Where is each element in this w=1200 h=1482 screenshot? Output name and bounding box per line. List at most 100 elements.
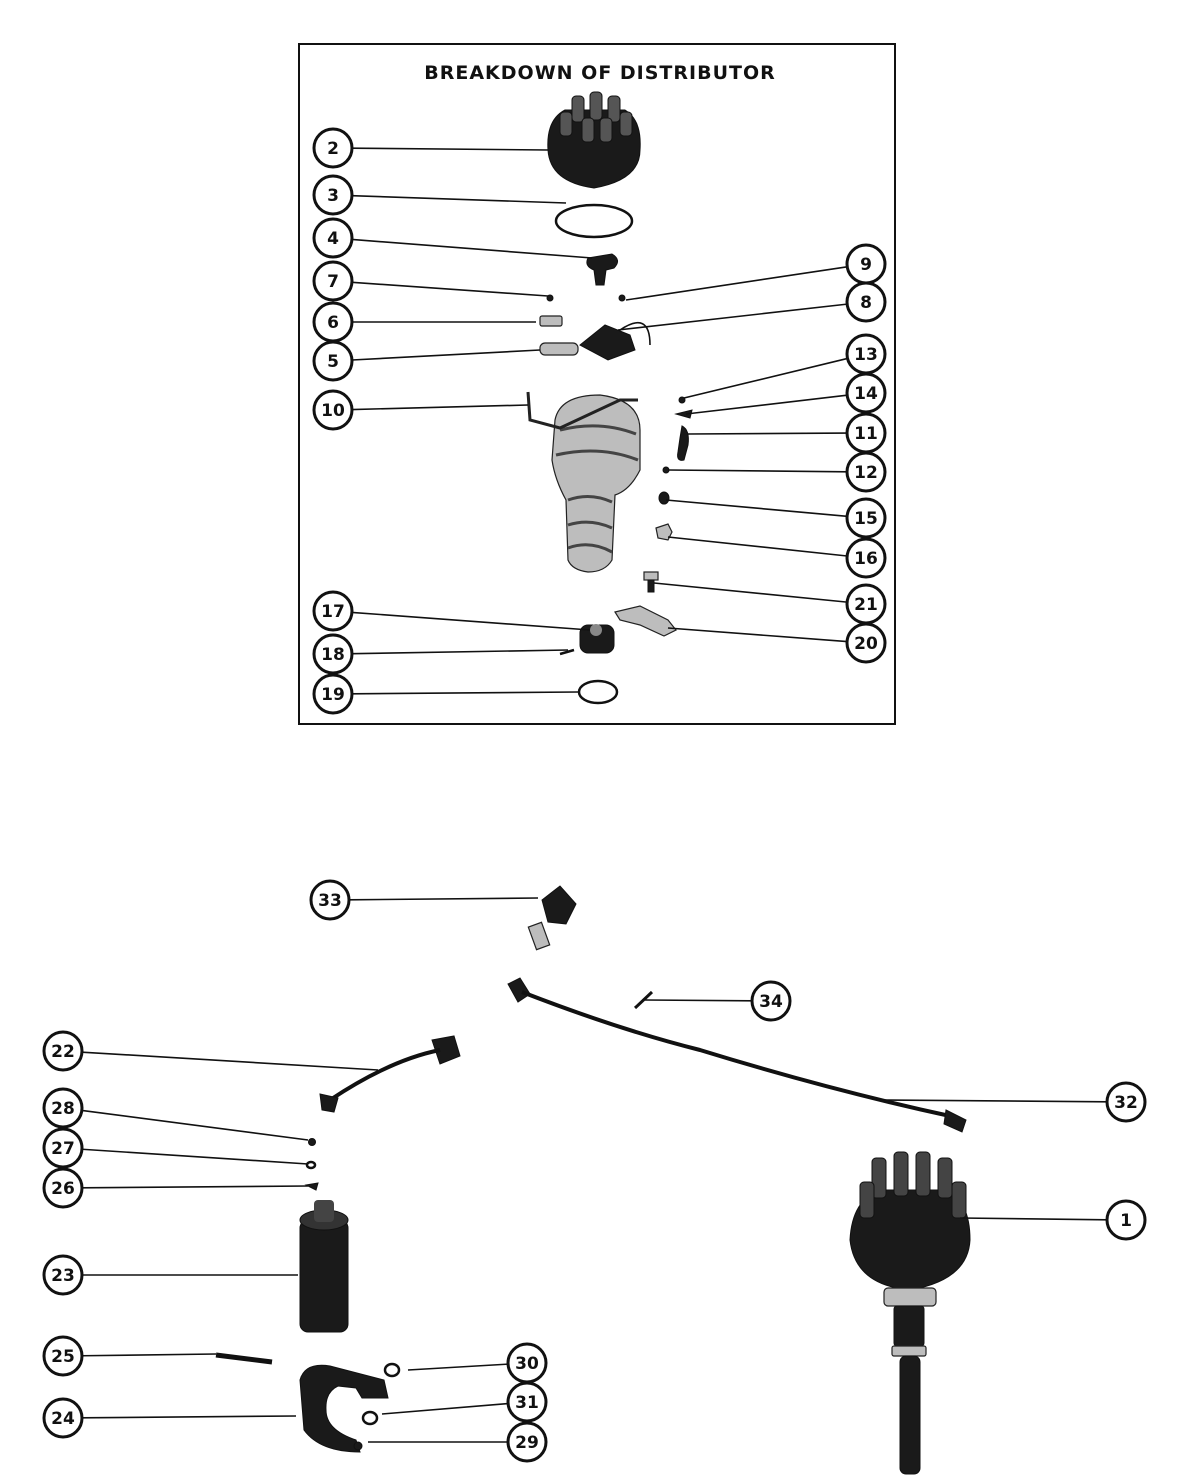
washer-26	[304, 1182, 319, 1191]
callout-number: 29	[515, 1433, 539, 1453]
leader-line-18	[351, 649, 569, 655]
callout-circle	[312, 340, 354, 382]
callout-number: 6	[327, 313, 339, 333]
callout-number: 7	[327, 272, 339, 292]
leader-line-30	[407, 1363, 509, 1371]
callout-number: 8	[860, 293, 872, 313]
callout-number: 32	[1114, 1093, 1138, 1113]
callout-11: 11	[845, 412, 887, 454]
washer-27	[305, 1160, 317, 1170]
leader-line-34	[644, 999, 753, 1002]
callout-number: 19	[321, 685, 345, 705]
callout-number: 33	[318, 891, 342, 911]
rotor	[586, 253, 618, 286]
callout-number: 10	[321, 401, 345, 421]
gear-pin	[559, 648, 575, 656]
callout-28: 28	[42, 1087, 84, 1129]
callout-circle	[750, 980, 792, 1022]
callout-circle	[42, 1127, 84, 1169]
callout-circle	[42, 1030, 84, 1072]
callout-number: 13	[854, 345, 878, 365]
callout-27: 27	[42, 1127, 84, 1169]
callout-circle	[1105, 1199, 1147, 1241]
callout-number: 11	[854, 424, 878, 444]
callout-33: 33	[309, 879, 351, 921]
leader-line-2	[351, 147, 549, 151]
callout-number: 16	[854, 549, 878, 569]
callout-number: 25	[51, 1347, 75, 1367]
bolt-25	[215, 1352, 273, 1365]
callout-18: 18	[312, 633, 354, 675]
callout-25: 25	[42, 1335, 84, 1377]
callout-number: 18	[321, 645, 345, 665]
callout-number: 34	[759, 992, 783, 1012]
callout-circle	[42, 1397, 84, 1439]
coil-lead-22	[319, 1035, 461, 1113]
callout-number: 20	[854, 634, 878, 654]
callout-number: 31	[515, 1393, 539, 1413]
nut-28	[308, 1138, 316, 1146]
washer-15	[658, 491, 670, 505]
callout-number: 14	[854, 384, 878, 404]
leader-line-4	[351, 238, 593, 259]
callout-16: 16	[845, 537, 887, 579]
callout-circle	[312, 127, 354, 169]
callout-1: 1	[1105, 1199, 1147, 1241]
callout-number: 17	[321, 602, 345, 622]
callout-10: 10	[312, 389, 354, 431]
leader-line-24	[81, 1415, 297, 1419]
callout-circle	[312, 389, 354, 431]
leader-line-5	[351, 349, 541, 361]
condenser	[539, 342, 579, 356]
callout-22: 22	[42, 1030, 84, 1072]
breakdown-frame	[298, 43, 896, 725]
cap-gasket-ring	[554, 203, 634, 239]
leader-line-21	[653, 582, 848, 603]
callout-circle	[845, 372, 887, 414]
callout-number: 24	[51, 1409, 75, 1429]
callout-circle	[312, 590, 354, 632]
leader-line-3	[351, 194, 567, 204]
callout-circle	[845, 497, 887, 539]
callout-circle	[845, 622, 887, 664]
high-tension-wire-32	[507, 977, 967, 1133]
leader-line-20	[667, 627, 848, 643]
callout-circle	[42, 1087, 84, 1129]
screw-13	[678, 396, 686, 404]
screw-7	[546, 294, 554, 302]
leader-line-33	[348, 897, 539, 901]
callout-circle	[312, 260, 354, 302]
callout-circle	[42, 1254, 84, 1296]
leader-line-9	[625, 266, 848, 301]
callout-number: 22	[51, 1042, 75, 1062]
callout-labels: 2347651098131411121516212017181933342232…	[42, 127, 1147, 1463]
leader-line-25	[81, 1353, 217, 1357]
leader-line-28	[81, 1109, 309, 1141]
leader-line-27	[81, 1148, 309, 1165]
coil-wire-boot-33	[527, 885, 577, 951]
callout-26: 26	[42, 1167, 84, 1209]
callout-32: 32	[1105, 1081, 1147, 1123]
callout-number: 28	[51, 1099, 75, 1119]
callout-15: 15	[845, 497, 887, 539]
callout-circle	[312, 174, 354, 216]
callout-circle	[312, 217, 354, 259]
leader-line-17	[351, 611, 591, 631]
contact-set	[539, 315, 563, 327]
leader-line-11	[687, 432, 848, 435]
hold-down-clamp	[614, 605, 677, 637]
callout-6: 6	[312, 301, 354, 343]
distributor-cap	[547, 91, 641, 189]
leader-line-16	[667, 536, 848, 557]
screw-29	[353, 1441, 363, 1451]
leader-line-26	[81, 1185, 309, 1189]
diagram-title: BREAKDOWN OF DISTRIBUTOR	[424, 62, 776, 84]
callout-13: 13	[845, 333, 887, 375]
callout-number: 26	[51, 1179, 75, 1199]
callout-circle	[312, 673, 354, 715]
callout-19: 19	[312, 673, 354, 715]
callout-29: 29	[506, 1421, 548, 1463]
callout-number: 3	[327, 186, 339, 206]
leader-line-19	[351, 691, 579, 695]
leader-line-8	[617, 303, 848, 331]
